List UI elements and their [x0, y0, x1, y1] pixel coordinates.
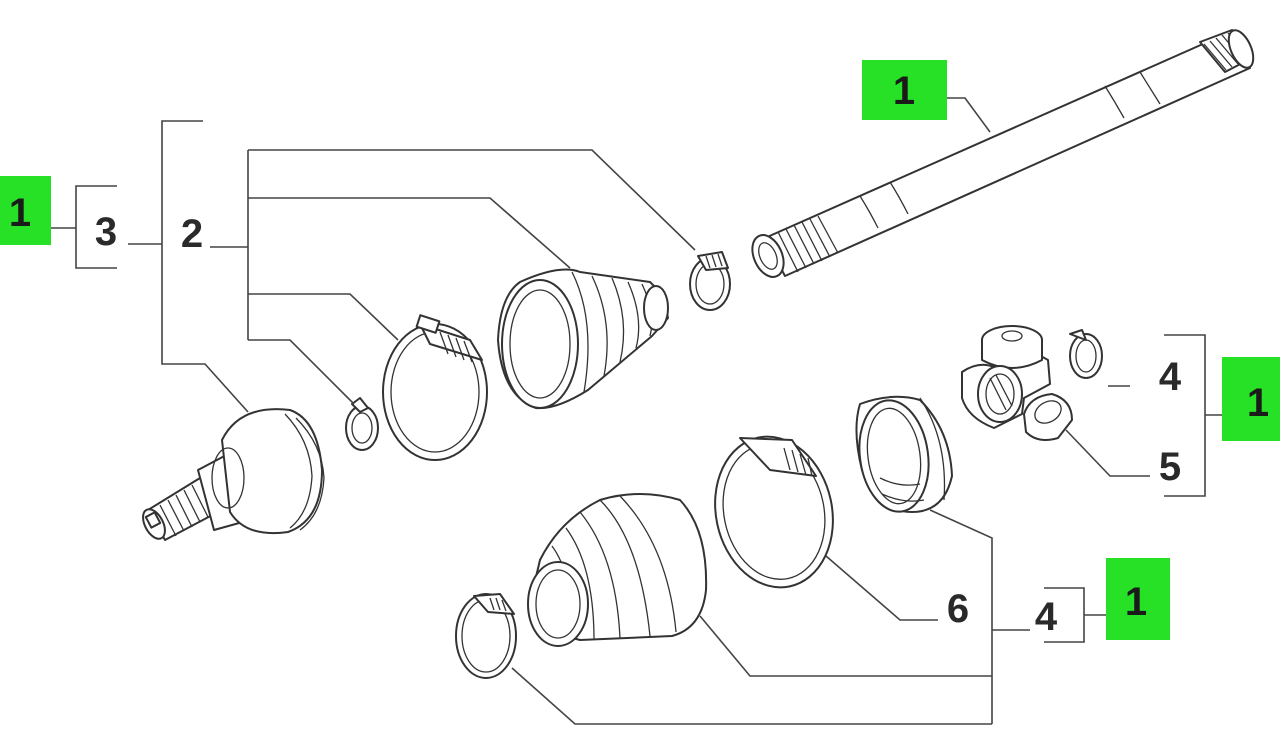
outer-boot	[497, 268, 669, 410]
hose-clamp-large-left	[382, 314, 488, 461]
axle-shaft	[751, 29, 1255, 278]
badge-left[interactable]: 1	[0, 176, 51, 245]
svg-text:1: 1	[893, 69, 915, 113]
callout-4-lower: 4	[1035, 595, 1058, 639]
callout-3: 3	[95, 210, 117, 254]
callout-5: 5	[1159, 445, 1181, 489]
outer-cv-joint	[142, 408, 325, 541]
callout-6: 6	[947, 587, 969, 631]
leader-lines	[50, 97, 1222, 725]
badge-right[interactable]: 1	[1222, 357, 1280, 441]
tripod-joint	[961, 325, 1073, 441]
badge-shaft[interactable]: 1	[862, 60, 947, 120]
svg-text:1: 1	[9, 191, 31, 235]
circlip-left	[345, 397, 379, 451]
svg-text:1: 1	[1125, 580, 1147, 624]
callout-2: 2	[181, 212, 203, 256]
callout-4-upper: 4	[1159, 355, 1182, 399]
hose-clamp-small-top	[689, 251, 731, 311]
circlip-right	[1069, 329, 1103, 379]
hose-clamp-large-right	[714, 435, 834, 589]
badge-bottom[interactable]: 1	[1106, 558, 1170, 640]
inner-boot	[527, 493, 708, 647]
inner-housing-sleeve	[855, 395, 953, 513]
svg-text:1: 1	[1247, 381, 1269, 425]
hose-clamp-small-bottom	[455, 593, 517, 679]
